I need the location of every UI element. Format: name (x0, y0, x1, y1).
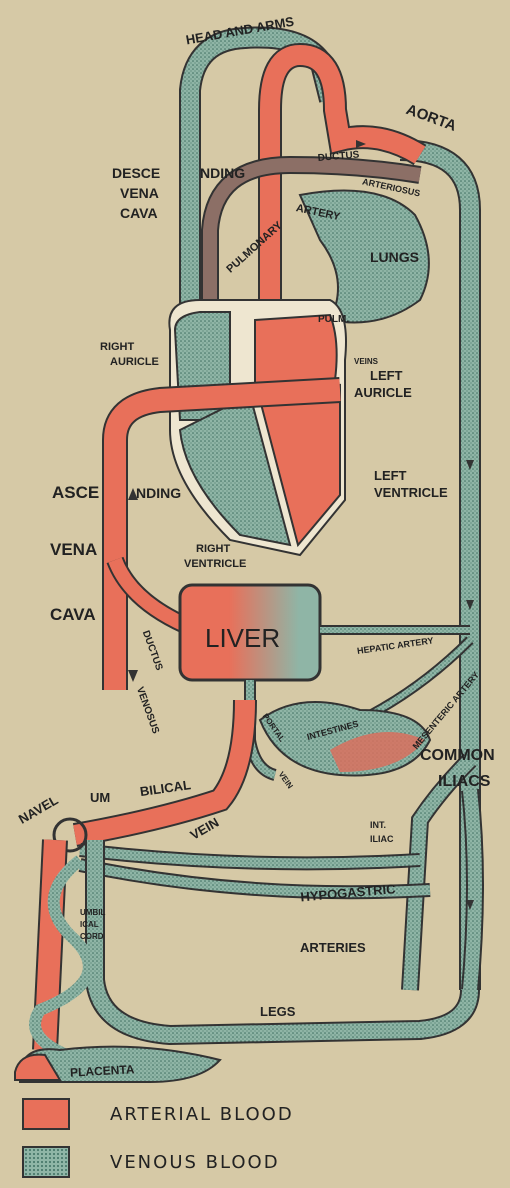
label-cava-top: CAVA (120, 205, 158, 221)
label-hypogastric: HYPOGASTRIC (300, 881, 397, 904)
label-right-ventricle-1: RIGHT (196, 543, 231, 555)
label-hepatic-artery: HEPATIC ARTERY (356, 635, 434, 656)
label-descending-2: NDING (200, 165, 245, 181)
label-vena-mid: VENA (50, 540, 97, 559)
label-ical: ICAL (80, 920, 99, 929)
label-left-auricle-2: AURICLE (354, 385, 412, 400)
label-cava-mid: CAVA (50, 605, 96, 624)
label-legs: LEGS (260, 1004, 296, 1019)
label-left-ventricle-2: VENTRICLE (374, 485, 448, 500)
arterial-swatch (22, 1098, 70, 1130)
label-veins: VEINS (354, 357, 379, 366)
legend-venous: VENOUS BLOOD (22, 1140, 482, 1184)
label-common: COMMON (420, 747, 495, 764)
label-right-ventricle-2: VENTRICLE (184, 558, 246, 570)
label-int: INT. (370, 820, 386, 830)
venous-swatch (22, 1146, 70, 1178)
label-ascending-2: NDING (136, 485, 181, 501)
label-right-auricle-2: AURICLE (110, 356, 159, 368)
legend-arterial: ARTERIAL BLOOD (22, 1092, 482, 1136)
label-bilical: BILICAL (139, 777, 192, 799)
fetal-circulation-diagram: HEAD AND ARMS AORTA DESCE NDING VENA CAV… (0, 0, 510, 1090)
label-descending-1: DESCE (112, 165, 160, 181)
umbilical-cord-vein-fill (45, 840, 55, 1050)
label-arteries: ARTERIES (300, 940, 366, 955)
label-portal-vein: VEIN (277, 770, 295, 791)
legend: ARTERIAL BLOOD VENOUS BLOOD (22, 1092, 482, 1188)
label-umbil: UMBIL (80, 908, 105, 917)
label-right-auricle-1: RIGHT (100, 341, 135, 353)
label-left-auricle-1: LEFT (370, 368, 403, 383)
label-liver: LIVER (205, 623, 280, 653)
label-navel: NAVEL (16, 792, 61, 827)
label-vena-top: VENA (120, 185, 159, 201)
label-pulm: PULM. (318, 314, 349, 325)
label-aorta: AORTA (404, 101, 459, 135)
label-ductus-low: DUCTUS (140, 629, 165, 672)
label-um: UM (90, 790, 110, 805)
label-iliacs: ILIACS (438, 773, 491, 790)
label-venosus: VENOSUS (134, 686, 161, 736)
umbilical-vein-fill (75, 700, 245, 835)
label-cord: CORD (80, 932, 104, 941)
label-ascending-1: ASCE (52, 483, 99, 502)
label-iliac: ILIAC (370, 834, 394, 844)
legend-arterial-label: ARTERIAL BLOOD (110, 1104, 294, 1125)
legend-venous-label: VENOUS BLOOD (110, 1152, 280, 1173)
label-lungs: LUNGS (370, 249, 419, 265)
label-left-ventricle-1: LEFT (374, 468, 407, 483)
